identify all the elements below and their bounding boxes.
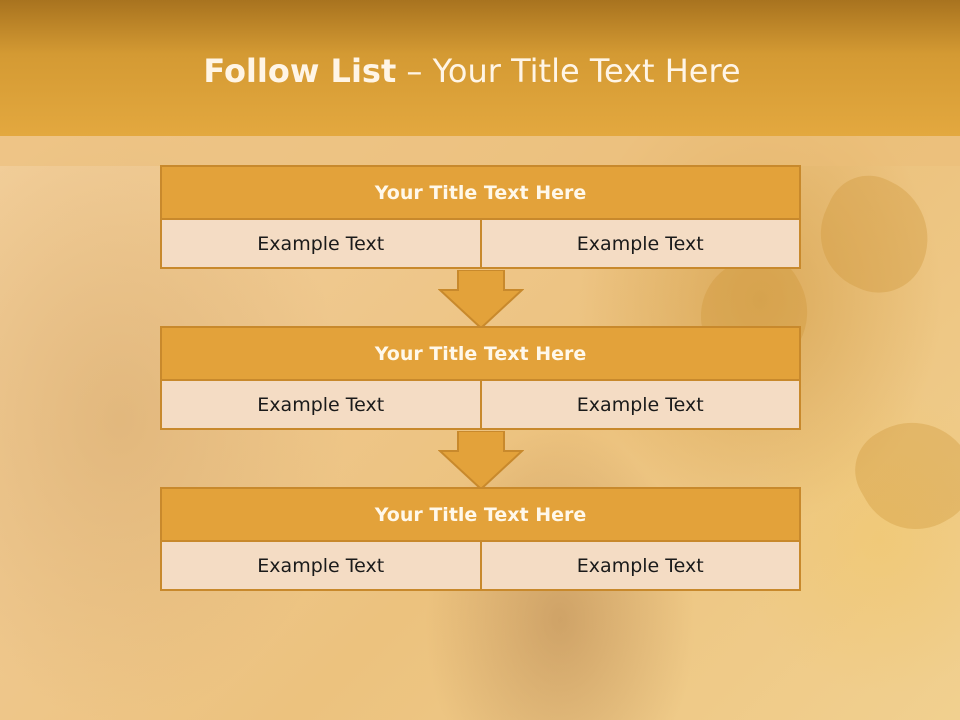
block-title: Your Title Text Here — [160, 165, 801, 220]
list-block-2: Your Title Text Here Example Text Exampl… — [160, 326, 801, 430]
block-title: Your Title Text Here — [160, 487, 801, 542]
block-row: Example Text Example Text — [160, 381, 801, 430]
block-row: Example Text Example Text — [160, 220, 801, 269]
list-block-1: Your Title Text Here Example Text Exampl… — [160, 165, 801, 269]
slide-title: Follow List – Your Title Text Here — [0, 52, 944, 90]
block-title: Your Title Text Here — [160, 326, 801, 381]
block-cell-right: Example Text — [481, 220, 801, 269]
block-row: Example Text Example Text — [160, 542, 801, 591]
down-arrow-icon — [438, 270, 524, 330]
title-bar — [0, 0, 960, 136]
block-cell-left: Example Text — [160, 381, 482, 430]
list-block-3: Your Title Text Here Example Text Exampl… — [160, 487, 801, 591]
down-arrow-icon — [438, 431, 524, 491]
block-cell-left: Example Text — [160, 542, 482, 591]
slide-title-bold: Follow List — [203, 52, 397, 90]
slide-title-rest: – Your Title Text Here — [396, 52, 741, 90]
block-cell-right: Example Text — [481, 542, 801, 591]
block-cell-right: Example Text — [481, 381, 801, 430]
block-cell-left: Example Text — [160, 220, 482, 269]
title-bar-band — [0, 136, 960, 166]
